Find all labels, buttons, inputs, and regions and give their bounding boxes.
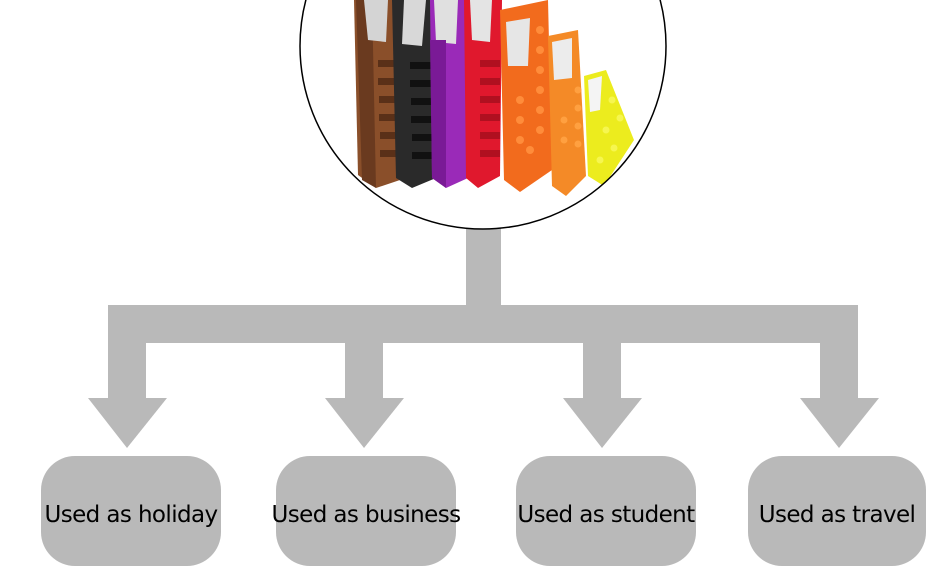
brown-notebook bbox=[354, 0, 400, 188]
use-box-travel: Used as travel bbox=[748, 456, 926, 566]
black-notebook bbox=[392, 0, 436, 188]
trunk-connector bbox=[466, 226, 501, 308]
use-box-holiday: Used as holiday bbox=[41, 456, 221, 566]
use-box-business: Used as business bbox=[272, 456, 461, 566]
small-orange-notebook bbox=[548, 30, 586, 196]
connector-tree bbox=[88, 226, 879, 448]
use-label-holiday: Used as holiday bbox=[44, 502, 218, 528]
right-drop bbox=[820, 305, 858, 345]
horizontal-bar bbox=[108, 305, 858, 343]
red-notebook bbox=[464, 0, 502, 188]
purple-notebook bbox=[430, 0, 468, 188]
use-label-travel: Used as travel bbox=[758, 502, 916, 528]
arrow-down-icon bbox=[88, 340, 167, 448]
use-box-student: Used as student bbox=[516, 456, 696, 566]
left-drop bbox=[108, 305, 146, 345]
arrow-down-icon bbox=[325, 340, 404, 448]
arrow-down-icon bbox=[800, 340, 879, 448]
notebooks-photo bbox=[299, 0, 667, 230]
arrow-down-icon bbox=[563, 340, 642, 448]
photo-frame bbox=[299, 0, 667, 230]
use-label-student: Used as student bbox=[517, 502, 695, 528]
use-label-business: Used as business bbox=[271, 502, 462, 528]
orange-notebook bbox=[500, 0, 552, 192]
yellow-notebook bbox=[584, 70, 634, 186]
